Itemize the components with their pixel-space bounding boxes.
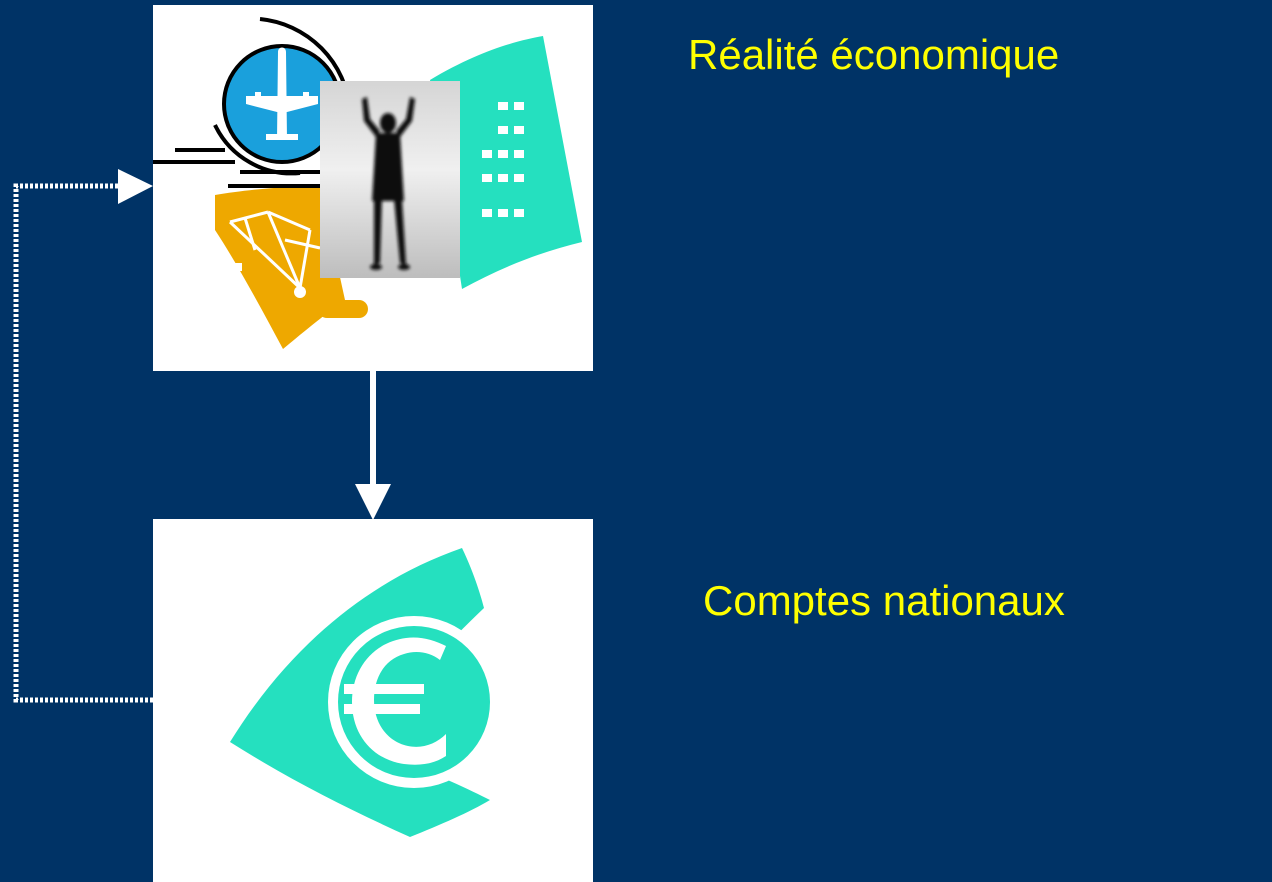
feedback-loop-arrow [13, 183, 153, 703]
office-building-icon [430, 36, 582, 289]
feedback-loop-arrowhead [118, 169, 153, 204]
national-accounts-label: Comptes nationaux [703, 577, 1065, 624]
airplane-icon [222, 44, 342, 164]
flow-down-arrowhead [355, 484, 391, 520]
euro-icon [230, 548, 500, 837]
economic-reality-label: Réalité économique [688, 31, 1060, 78]
person-photo [320, 81, 460, 278]
factory-crane-icon [215, 186, 368, 349]
